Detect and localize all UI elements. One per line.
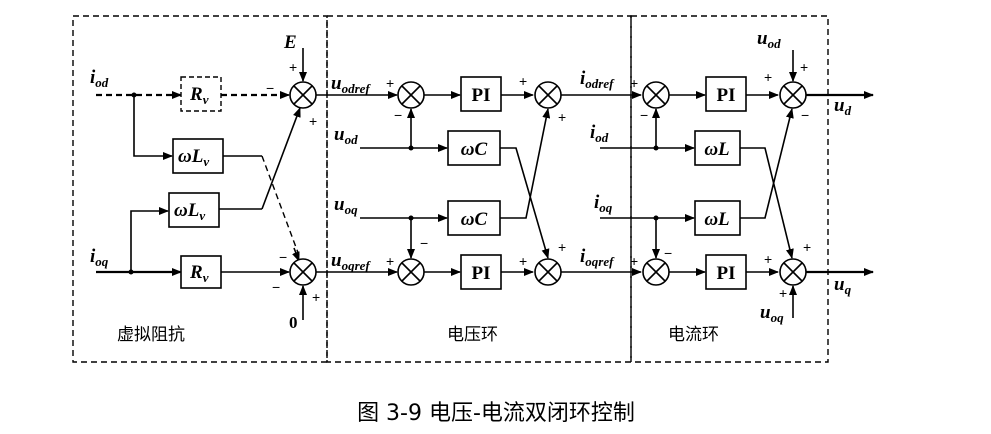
section-title-current-loop: 电流环 (668, 325, 719, 345)
label-ud: ud (834, 95, 852, 118)
svg-text:+: + (386, 75, 394, 91)
svg-text:−: − (640, 107, 648, 123)
svg-text:+: + (558, 239, 566, 255)
wc-block-upper (447, 130, 501, 166)
label-iod: iod (90, 67, 109, 90)
svg-text:PI: PI (717, 85, 736, 106)
rv-block-top (180, 76, 222, 112)
svg-text:−: − (266, 80, 274, 96)
sum-junction-4 (397, 258, 425, 286)
label-uoq-current: uoq (760, 302, 784, 325)
svg-text:Rv: Rv (189, 262, 209, 285)
junction-signs: + − + − − + + − + − + + + + + − + − + + … (266, 59, 811, 305)
current-loop-frame (630, 15, 829, 363)
svg-text:+: + (289, 59, 297, 75)
sum-junction-1 (289, 81, 317, 109)
label-ioq-current: ioq (594, 192, 613, 215)
svg-text:+: + (630, 75, 638, 91)
pi-block-current-d (705, 76, 747, 112)
svg-text:+: + (386, 253, 394, 269)
sum-junction-9 (779, 81, 807, 109)
svg-text:ωL: ωL (704, 209, 729, 230)
wc-block-lower (447, 200, 501, 236)
svg-text:ωC: ωC (461, 209, 488, 230)
svg-text:−: − (420, 235, 428, 251)
section-title-voltage-loop: 电压环 (447, 325, 498, 345)
figure-caption: 图 3-9 电压-电流双闭环控制 (357, 401, 635, 426)
rv-block-bottom (180, 255, 222, 289)
svg-text:−: − (801, 107, 809, 123)
label-uoq-voltage: uoq (334, 194, 358, 217)
label-uod-voltage: uod (334, 124, 358, 147)
svg-text:ωLv: ωLv (178, 146, 209, 169)
label-uodref: uodref (331, 73, 371, 96)
pi-block-voltage-d (460, 76, 502, 112)
svg-text:+: + (630, 253, 638, 269)
svg-text:+: + (764, 251, 772, 267)
wl-block-upper (694, 130, 741, 166)
svg-text:ωC: ωC (461, 139, 488, 160)
label-iod-current: iod (590, 122, 609, 145)
sum-junction-5 (534, 81, 562, 109)
sum-junction-2 (289, 258, 317, 286)
svg-text:Rv: Rv (189, 84, 209, 107)
svg-text:−: − (394, 107, 402, 123)
label-uoqref: uoqref (331, 250, 371, 273)
sum-junction-7 (642, 81, 670, 109)
svg-text:−: − (664, 245, 672, 261)
svg-text:+: + (309, 113, 317, 129)
svg-text:−: − (279, 249, 287, 265)
label-ioq: ioq (90, 246, 109, 269)
svg-text:ωL: ωL (704, 139, 729, 160)
svg-text:+: + (312, 289, 320, 305)
wlv-block-upper (172, 138, 224, 174)
label-uod-current: uod (757, 28, 781, 51)
svg-text:PI: PI (472, 85, 491, 106)
svg-text:+: + (519, 73, 527, 89)
svg-text:+: + (779, 285, 787, 301)
label-ioqref: ioqref (580, 246, 615, 269)
svg-text:+: + (764, 69, 772, 85)
svg-text:+: + (803, 239, 811, 255)
svg-text:+: + (558, 109, 566, 125)
svg-text:+: + (800, 59, 808, 75)
svg-text:+: + (519, 253, 527, 269)
sum-junction-8 (642, 258, 670, 286)
label-E: E (283, 32, 297, 53)
svg-text:ωLv: ωLv (174, 200, 205, 223)
label-iodref: iodref (580, 68, 615, 91)
label-uq: uq (834, 274, 852, 297)
svg-text:PI: PI (717, 263, 736, 284)
sum-junction-10 (779, 258, 807, 286)
svg-text:PI: PI (472, 263, 491, 284)
wlv-block-lower (168, 192, 220, 228)
sum-junction-3 (397, 81, 425, 109)
label-zero: 0 (289, 313, 298, 332)
voltage-loop-frame (326, 15, 632, 363)
sum-junction-6 (534, 258, 562, 286)
wlv-cross-dashed (261, 155, 301, 259)
svg-text:−: − (272, 279, 280, 295)
pi-block-current-q (705, 254, 747, 290)
section-title-virtual-impedance: 虚拟阻抗 (117, 325, 185, 345)
